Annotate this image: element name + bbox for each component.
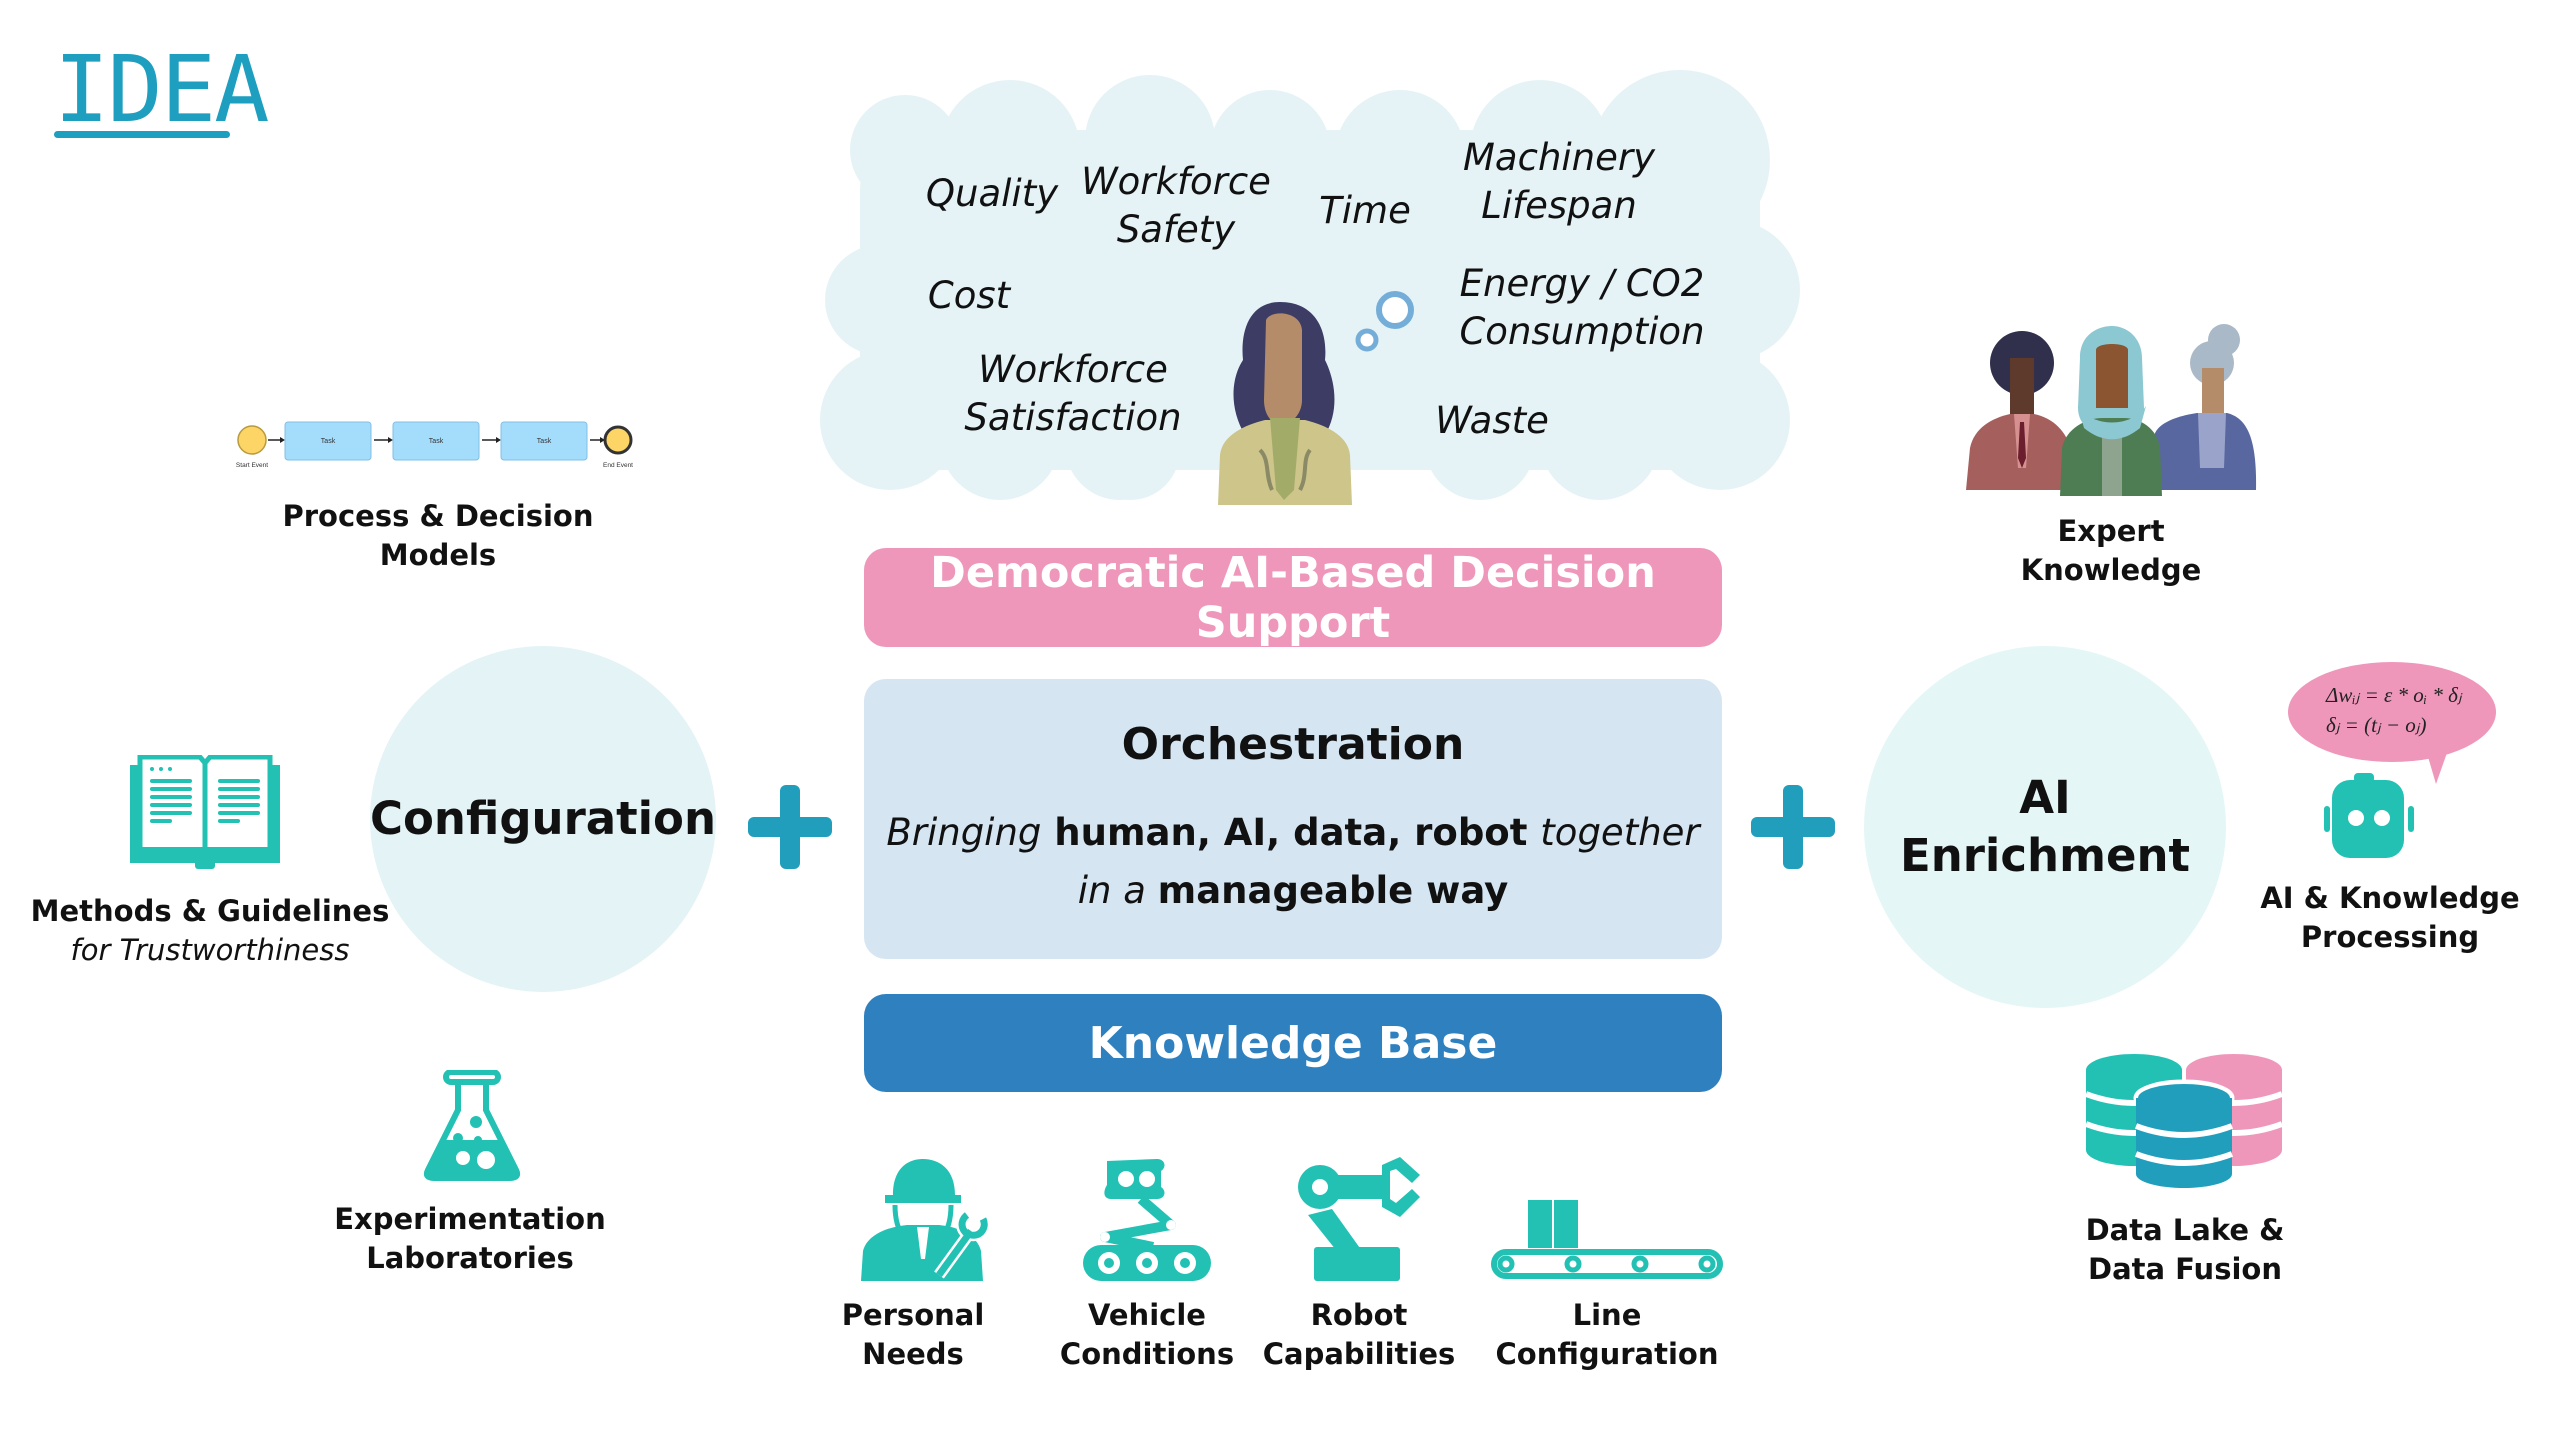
knowledge-base-label: Knowledge Base [1088,1017,1498,1069]
worker-wrench-icon [861,1159,989,1281]
svg-text:End Event: End Event [603,462,633,469]
configuration-circle: Configuration [370,646,716,992]
thought-cloud [820,70,1800,500]
configuration-label: Configuration [369,792,717,845]
orchestration-line-1: Bringing human, AI, data, robot together [886,810,1700,854]
conveyor-line-icon [1491,1200,1723,1279]
orchestration-line-2: in a manageable way [1077,868,1509,912]
orchestration-title: Orchestration [1121,718,1465,770]
cloud-word-cost: Cost [927,274,1011,317]
formula-line-2: δⱼ = (tⱼ − oⱼ) [2326,713,2426,737]
formula-line-1: Δwᵢⱼ = ε * oᵢ * δⱼ [2325,683,2463,707]
decision-support-label: Democratic AI-Based Decision Support [930,547,1656,648]
robot-arm-icon [1298,1157,1420,1281]
svg-text:Start Event: Start Event [236,462,268,469]
svg-text:Task: Task [321,438,336,445]
knowledge-base-banner: Knowledge Base [864,994,1722,1092]
expert-group-icon [1966,324,2257,496]
methods-guidelines-label: Methods & Guidelines for Trustworthiness [30,894,390,967]
ai-enrichment-circle: AI Enrichment [1864,646,2226,1008]
decision-support-banner: Democratic AI-Based Decision Support [864,547,1722,648]
process-models-label: Process & Decision Models [282,499,594,572]
cloud-word-quality: Quality [925,172,1059,215]
ai-processing-label: AI & Knowledge Processing [2260,881,2520,954]
svg-text:Task: Task [537,438,552,445]
tracked-robot-icon [1083,1159,1211,1281]
bpmn-task-1 [284,421,372,461]
logo-underline [54,131,230,138]
flask-icon [423,1070,521,1181]
bpmn-task-2 [392,421,480,461]
experimentation-label: Experimentation Laboratories [334,1202,606,1275]
database-stack-icon [2084,1054,2284,1188]
robot-head-icon [2324,773,2414,858]
thinking-woman-icon [1218,291,1414,505]
cloud-word-time: Time [1319,189,1411,232]
orchestration-panel: Orchestration Bringing human, AI, data, … [864,679,1722,959]
svg-text:Task: Task [429,438,444,445]
ai-enrichment-label-1: AI [2019,771,2071,824]
ai-formula-bubble: Δwᵢⱼ = ε * oᵢ * δⱼ δⱼ = (tⱼ − oⱼ) [2288,662,2496,858]
idea-logo: IDEA [54,36,270,143]
data-lake-label: Data Lake & Data Fusion [2085,1213,2285,1286]
expert-knowledge-label: Expert Knowledge [2020,514,2202,587]
open-book-icon [130,755,280,869]
plus-left-icon [748,785,832,869]
bpmn-end-event [603,425,633,455]
bpmn-start-event [237,425,267,455]
bpmn-task-3 [500,421,588,461]
plus-right-icon [1751,785,1835,869]
bpmn-process-diagram: Task Task Task Start Event End Event [236,421,633,469]
ai-enrichment-label-2: Enrichment [1899,829,2191,882]
cloud-word-waste: Waste [1435,399,1549,442]
